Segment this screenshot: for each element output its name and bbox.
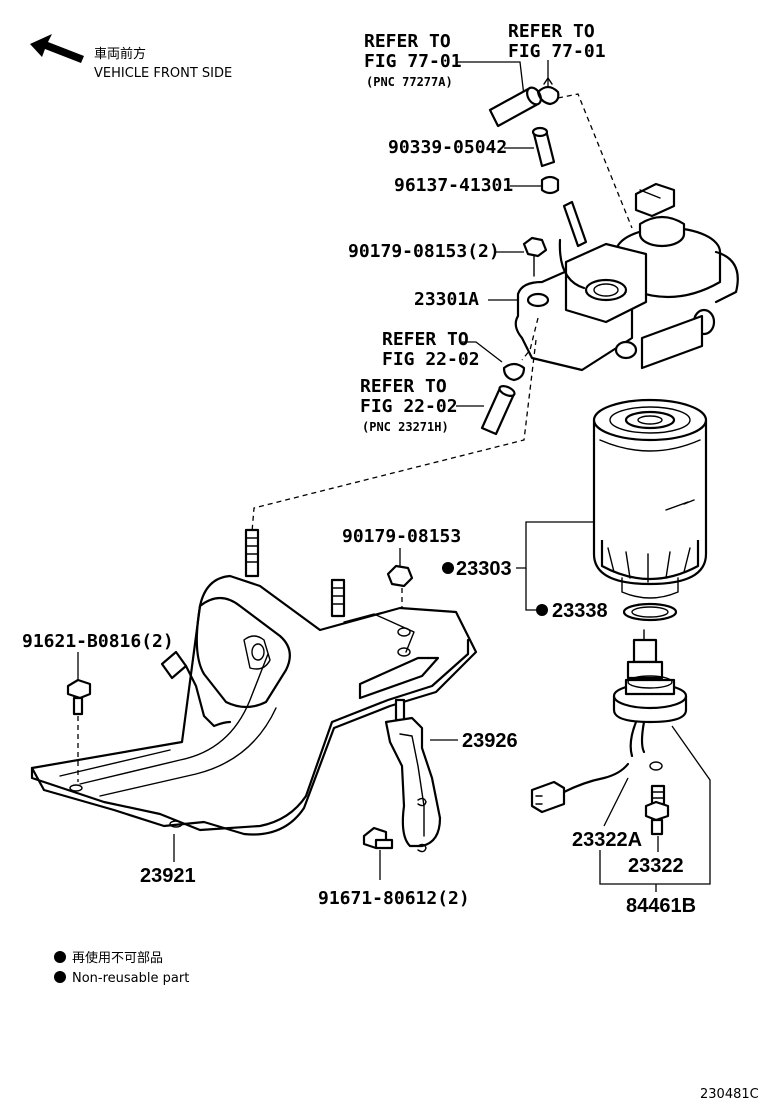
bracket-23921 [30, 574, 478, 836]
legend-dot-en [54, 971, 66, 983]
stay-23926 [384, 698, 442, 853]
sensor-23322 [644, 761, 670, 836]
label-90179-08153-2: 90179-08153(2) [348, 241, 500, 262]
wire-harness-23322A [530, 762, 630, 814]
ref3-leader [462, 341, 503, 363]
nonreusable-dot-23303 [442, 562, 454, 574]
label-23303: 23303 [456, 558, 512, 580]
bolt-91621 [66, 678, 92, 716]
ref1-pnc: (PNC 77277A) [366, 75, 453, 89]
stud-left [244, 528, 260, 578]
label-23322A: 23322A [572, 829, 642, 851]
legend-jp: 再使用不可部品 [72, 950, 163, 966]
nonreusable-dot-23338 [536, 604, 548, 616]
plug-90339 [531, 126, 556, 168]
upper-hose [488, 86, 542, 128]
legend-en: Non-reusable part [72, 971, 189, 986]
ref3-line1: REFER TO [382, 329, 469, 350]
orientation-en: VEHICLE FRONT SIDE [94, 66, 232, 81]
ref1-line2: FIG 77-01 [364, 51, 462, 72]
fuel-filter-23303 [592, 398, 708, 599]
leader-23322a [603, 777, 629, 827]
bracket-dashline [251, 339, 537, 533]
label-96137-41301: 96137-41301 [394, 175, 513, 196]
legend-dot-jp [54, 951, 66, 963]
hose-clamp-top [536, 77, 560, 106]
ref2-line1: REFER TO [508, 21, 595, 42]
leader-23338 [525, 568, 536, 611]
leader-84461b-group [599, 725, 711, 885]
ref2-line2: FIG 77-01 [508, 41, 606, 62]
hose-dashline [557, 93, 633, 229]
bolt-91671 [362, 826, 394, 850]
lower-clamp [502, 362, 526, 382]
lower-hose [480, 385, 516, 436]
label-91621-B0816-2: 91621-B0816(2) [22, 631, 174, 652]
ref3-line2: FIG 22-02 [382, 349, 480, 370]
label-23338: 23338 [552, 600, 608, 622]
ref1-line1: REFER TO [364, 31, 451, 52]
front-arrow-icon [30, 34, 84, 63]
sensor-assy-84461B [612, 629, 688, 758]
label-90179-08153: 90179-08153 [342, 526, 461, 547]
label-90339-05042: 90339-05042 [388, 137, 507, 158]
ref1-leader [456, 61, 525, 97]
nut-90179b [386, 564, 414, 588]
label-23926: 23926 [462, 730, 518, 752]
leader-23303 [516, 521, 594, 569]
filter-head-23301A [514, 182, 739, 372]
label-84461B: 84461B [626, 895, 696, 917]
nut-90179a [522, 236, 548, 277]
figure-code: 230481C [700, 1087, 759, 1102]
orientation-jp: 車両前方 [94, 46, 146, 62]
label-23921: 23921 [140, 865, 196, 887]
label-91671-80612-2: 91671-80612(2) [318, 888, 470, 909]
ref4-line2: FIG 22-02 [360, 396, 458, 417]
label-23301A: 23301A [414, 289, 479, 310]
lower-dashline [521, 317, 539, 361]
clip-96137 [540, 175, 560, 195]
ref4-line1: REFER TO [360, 376, 447, 397]
ref4-pnc: (PNC 23271H) [362, 420, 449, 434]
stud-right [330, 578, 346, 618]
label-23322: 23322 [628, 855, 684, 877]
